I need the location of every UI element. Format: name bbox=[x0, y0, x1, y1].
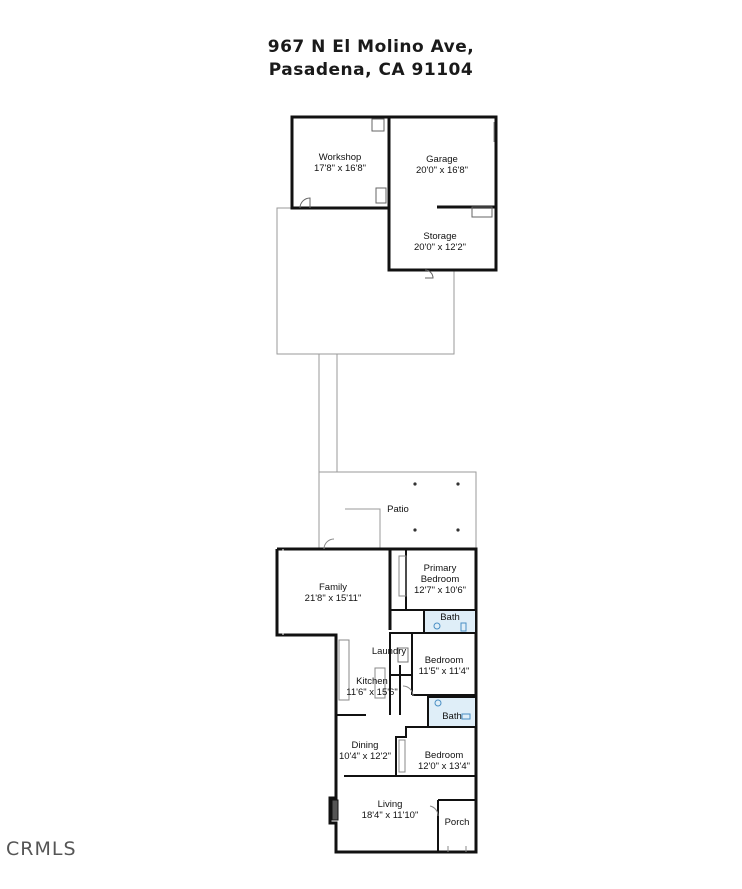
garage-walls bbox=[387, 115, 498, 272]
primary-closet bbox=[398, 555, 407, 597]
doors bbox=[323, 538, 467, 852]
workshop-door bbox=[299, 197, 311, 209]
room-label-laundry: Laundry bbox=[372, 646, 407, 657]
workshop-shelf bbox=[375, 187, 387, 204]
patio-post bbox=[413, 482, 417, 486]
kitchen-island bbox=[374, 667, 386, 699]
bath-2-room bbox=[427, 696, 477, 728]
patio-post bbox=[456, 482, 460, 486]
address-line-1: 967 N El Molino Ave, bbox=[267, 37, 475, 57]
patio-post bbox=[413, 528, 417, 532]
room-label-porch: Porch bbox=[445, 817, 470, 828]
address-line-2: Pasadena, CA 91104 bbox=[268, 60, 474, 80]
storage-door bbox=[424, 269, 434, 279]
bath-1-sink-icon bbox=[433, 622, 441, 630]
workshop-fixture bbox=[371, 118, 385, 132]
patio-step bbox=[345, 508, 381, 549]
bath-2-toilet-icon bbox=[461, 713, 471, 720]
crmls-watermark: CRMLS bbox=[6, 838, 77, 860]
bedroom-1-door bbox=[402, 685, 414, 697]
porch-door bbox=[429, 805, 439, 817]
front-steps bbox=[447, 846, 467, 852]
kitchen-counter bbox=[338, 639, 350, 701]
room-label-bath-2: Bath bbox=[442, 711, 462, 722]
patio-post bbox=[456, 528, 460, 532]
bedroom-2-closet bbox=[398, 739, 406, 773]
bath-1-toilet-icon bbox=[460, 622, 467, 632]
patio-door bbox=[323, 538, 335, 550]
fireplace-icon bbox=[331, 799, 339, 821]
counters bbox=[331, 555, 407, 821]
laundry-machine-icon bbox=[397, 647, 409, 663]
address-title: 967 N El Molino Ave, Pasadena, CA 91104 bbox=[0, 36, 742, 82]
bath-2-sink-icon bbox=[434, 699, 442, 707]
room-label-patio: Patio bbox=[387, 504, 409, 515]
house-exterior-left bbox=[275, 549, 438, 854]
outbuilding bbox=[276, 115, 498, 472]
room-label-bath-1: Bath bbox=[440, 612, 460, 623]
bedroom-2-walls bbox=[395, 726, 476, 776]
storage-shelf bbox=[471, 206, 493, 218]
house-walls bbox=[275, 547, 478, 854]
fixtures bbox=[397, 622, 471, 720]
